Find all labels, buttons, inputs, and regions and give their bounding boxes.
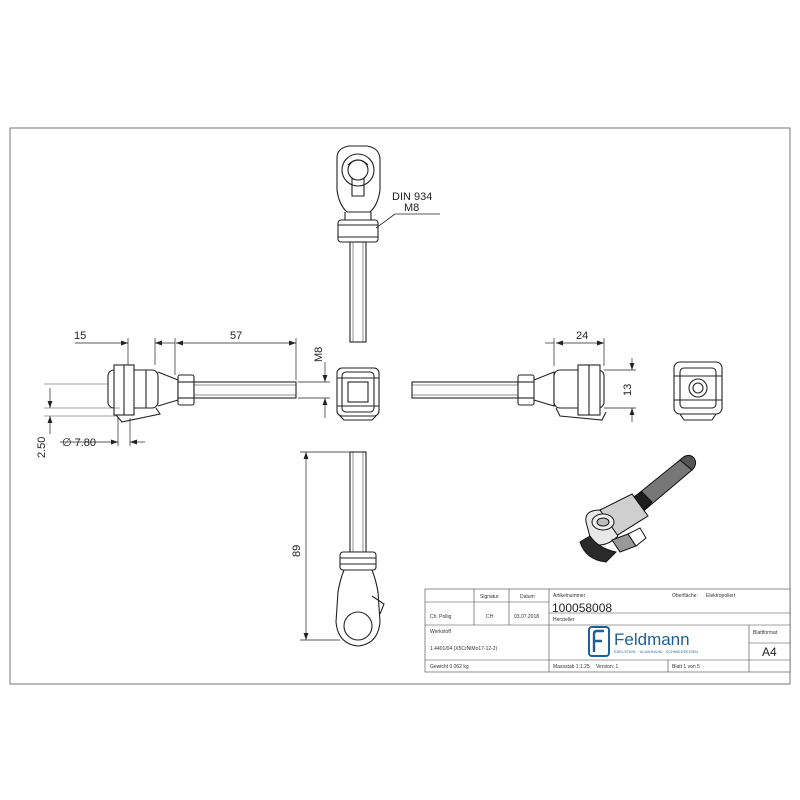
dim-15-label: 15 [74, 330, 86, 342]
dimension-57: 57 [174, 330, 297, 380]
tb-header-blattformat: Blattformat [753, 630, 778, 636]
m8-thread-label: M8 [404, 202, 419, 214]
dimension-diameter-7-80: ∅ 7.80 [60, 418, 145, 449]
m8-side-label: M8 [313, 347, 325, 362]
tb-header-werkstoff: Werkstoff [430, 629, 452, 635]
tb-surface: Elektropoliert [706, 593, 736, 599]
left-view-eye-bolt [107, 364, 297, 423]
din934-callout: DIN 934 M8 [375, 191, 440, 229]
tb-weight: Gewicht 0.062 kg [430, 664, 469, 670]
dim-57-label: 57 [230, 330, 242, 342]
dim-13-label: 13 [622, 384, 634, 396]
dimension-2-50: 2.50 [36, 388, 116, 458]
tb-sheet-format: A4 [762, 645, 777, 659]
top-view-eye-bolt [336, 145, 381, 343]
tb-header-signatur: Signatur [480, 594, 499, 600]
tb-article-number: 100058008 [552, 601, 612, 615]
tb-signatur: CH [486, 614, 494, 620]
center-end-view [336, 367, 380, 421]
tb-header-artikel: Artikelnummer [553, 593, 586, 599]
tb-header-datum: Datum [520, 594, 535, 600]
tb-version: Version: 1 [596, 664, 618, 670]
dimension-89: 89 [291, 451, 350, 641]
tb-scale: Massstab 1:1.25 [553, 664, 590, 670]
tb-header-hersteller: Hersteller [553, 617, 575, 623]
title-block [424, 588, 791, 673]
company-name: Feldmann [614, 630, 690, 649]
right-view-eye-bolt [411, 364, 607, 421]
dia-7-80-label: ∅ 7.80 [62, 437, 96, 449]
isometric-view [579, 454, 697, 563]
tb-sheet: Blatt 1 von 5 [672, 664, 700, 670]
tb-date: 03.07.2018 [514, 614, 539, 620]
dimension-15: 15 [74, 330, 175, 365]
tb-header-oberflaeche: Oberfläche: [672, 593, 698, 599]
drawing-frame [9, 127, 791, 685]
dimension-13: 13 [604, 358, 636, 422]
dim-24-label: 24 [576, 330, 588, 342]
dim-2-50-label: 2.50 [36, 437, 48, 458]
end-view-fork [673, 361, 723, 421]
din934-label: DIN 934 [392, 191, 432, 203]
company-subtitle: EDELSTAHL · ALUMINIUM · SCHMIEDEEISEN [614, 650, 698, 654]
dim-89-label: 89 [291, 545, 303, 557]
tb-drawer: Ch. Pollig [430, 614, 452, 620]
dimension-24: 24 [545, 330, 605, 366]
dimension-m8-side: M8 [298, 347, 330, 418]
bottom-view-eye-bolt [335, 451, 385, 647]
feldmann-logo: Feldmann EDELSTAHL · ALUMINIUM · SCHMIED… [588, 626, 698, 657]
tb-material: 1.4401/04 (X5CrNiMo17-12-2) [430, 646, 498, 652]
